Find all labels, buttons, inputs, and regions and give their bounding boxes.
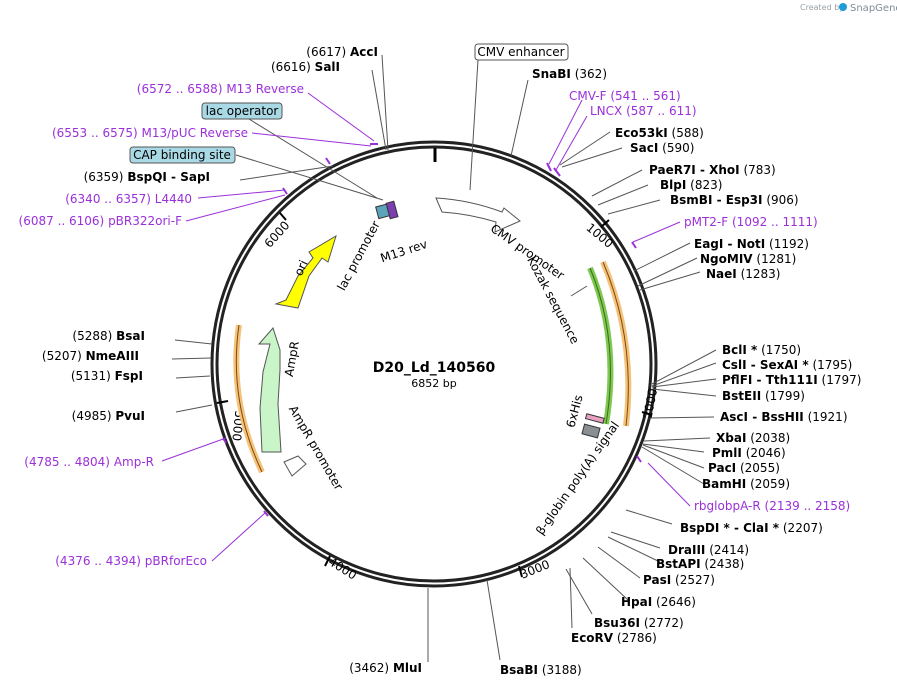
leader-lines xyxy=(171,54,717,662)
cap-binding-site-box xyxy=(129,146,236,164)
site-bstapi: BstAPI (2438) xyxy=(656,557,744,571)
ampr-label: AmpR xyxy=(282,340,302,378)
kozak-marker xyxy=(570,285,588,297)
backbone-inner xyxy=(215,145,653,583)
site-eco53ki: Eco53kI (588) xyxy=(615,126,704,140)
site-accI: (6617) AccI xyxy=(306,45,378,59)
site-bsai: (5288) BsaI xyxy=(72,329,145,343)
plasmid-name: D20_Ld_140560 xyxy=(373,360,496,376)
ampr-promoter-label: AmpR promoter xyxy=(286,403,346,493)
m13-rev-label: M13 rev xyxy=(379,237,430,265)
primer-l4440: (6340 .. 6357) L4440 xyxy=(65,192,192,206)
site-hpai: HpaI (2646) xyxy=(621,595,696,609)
plasmid-size: 6852 bp xyxy=(411,377,456,390)
ampr-arrow xyxy=(257,327,282,453)
his-label: 6xHis xyxy=(563,393,585,429)
site-xbai: XbaI (2038) xyxy=(716,431,790,445)
site-bamhi: BamHI (2059) xyxy=(702,477,790,491)
m13-rev-block xyxy=(385,200,399,220)
site-ngomiv: NgoMIV (1281) xyxy=(700,252,796,266)
site-naei: NaeI (1283) xyxy=(706,267,780,281)
site-bspqi-sapi: (6359) BspQI - SapI xyxy=(84,170,210,184)
site-paer7i-xhoi: PaeR7I - XhoI (783) xyxy=(649,163,776,177)
ampr-promoter-arrow xyxy=(283,455,307,477)
polya-label: β-globin poly(A) signal xyxy=(533,419,622,538)
snapgene-logo-icon xyxy=(839,3,847,11)
primer-m13-puc-reverse: (6553 .. 6575) M13/pUC Reverse xyxy=(52,126,248,140)
site-pasi: PasI (2527) xyxy=(643,573,715,587)
gene-inner-bar xyxy=(587,266,614,425)
site-bsteii: BstEII (1799) xyxy=(722,389,805,403)
primer-pmt2-f: pMT2-F (1092 .. 1111) xyxy=(684,215,818,229)
primer-pbr322ori-f: (6087 .. 6106) pBR322ori-F xyxy=(19,214,183,228)
site-pmli: PmlI (2046) xyxy=(712,446,786,460)
site-salI: (6616) SalI xyxy=(271,60,340,74)
site-csli-sexai: CslI - SexAI * (1795) xyxy=(722,358,852,372)
tick-mark-2000 xyxy=(641,411,653,416)
tick-2000: 2000 xyxy=(641,387,661,420)
cap-binding-site-label: CAP binding site xyxy=(133,148,231,162)
site-bcli: BclI * (1750) xyxy=(722,343,801,357)
primer-leader-lines xyxy=(161,92,691,562)
tick-4000: 4000 xyxy=(326,554,359,582)
ampr-orf-bar xyxy=(233,324,265,474)
backbone-outer xyxy=(210,140,658,588)
lac-promoter-label: lac promoter xyxy=(334,219,382,293)
cmv-promoter-label: CMV promoter xyxy=(488,221,567,282)
primer-sites xyxy=(222,143,642,517)
polya-block xyxy=(581,423,601,439)
site-pflfi-tth111i: PflFI - Tth111I (1797) xyxy=(722,373,861,387)
site-ecorv: EcoRV (2786) xyxy=(571,631,657,645)
tick-mark-6000 xyxy=(279,212,287,221)
site-pvui: (4985) PvuI xyxy=(72,409,145,423)
site-nmeaiii: (5207) NmeAIII xyxy=(42,349,139,363)
ori-arrow xyxy=(274,234,337,309)
tick-mark-1000 xyxy=(600,219,610,228)
primer-lncx: LNCX (587 .. 611) xyxy=(590,104,697,118)
site-bspdi-clai: BspDI * - ClaI * (2207) xyxy=(680,521,823,535)
lac-operator-label: lac operator xyxy=(206,104,279,118)
credit-text: Created by xyxy=(800,3,844,12)
cmv-enhancer-label: CMV enhancer xyxy=(477,45,564,59)
cmv-enhancer-box xyxy=(474,43,569,61)
primer-pbrforeco: (4376 .. 4394) pBRforEco xyxy=(55,554,207,568)
site-bsmbi-esp3i: BsmBI - Esp3I (906) xyxy=(670,193,799,207)
cmv-promoter-arrow xyxy=(435,197,521,233)
site-eagi-noti: EagI - NotI (1192) xyxy=(694,237,809,251)
tick-6000: 6000 xyxy=(262,218,293,250)
site-snabi: SnaBI (362) xyxy=(532,67,607,81)
his-tag-block xyxy=(584,413,605,424)
site-mlui: (3462) MluI xyxy=(349,661,422,675)
site-blpi: BlpI (823) xyxy=(660,178,722,192)
primer-rbglobpa-r: rbglobpA-R (2139 .. 2158) xyxy=(694,499,850,513)
tick-mark-5000 xyxy=(216,400,229,404)
tick-mark-3000 xyxy=(518,565,523,578)
ampr-orf-line xyxy=(235,324,263,473)
site-bsu36i: Bsu36I (2772) xyxy=(594,616,684,630)
site-fspi: (5131) FspI xyxy=(71,369,143,383)
site-draiii: DraIII (2414) xyxy=(668,543,749,557)
gene-inner-line xyxy=(589,267,611,425)
credit-brand: SnapGene xyxy=(850,3,897,14)
site-asci-bsshii: AscI - BssHII (1921) xyxy=(720,410,848,424)
ori-label: ori xyxy=(291,258,310,278)
primer-cmv-f: CMV-F (541 .. 561) xyxy=(569,89,681,103)
primer-amp-r: (4785 .. 4804) Amp-R xyxy=(24,455,154,469)
site-saci: SacI (590) xyxy=(630,141,694,155)
site-bsabi: BsaBI (3188) xyxy=(500,663,582,677)
gene-orf-line xyxy=(602,261,629,427)
site-paci: PacI (2055) xyxy=(708,461,780,475)
tick-mark-4000 xyxy=(324,555,331,567)
primer-m13-reverse: (6572 .. 6588) M13 Reverse xyxy=(137,82,304,96)
lac-operator-box xyxy=(201,102,283,120)
